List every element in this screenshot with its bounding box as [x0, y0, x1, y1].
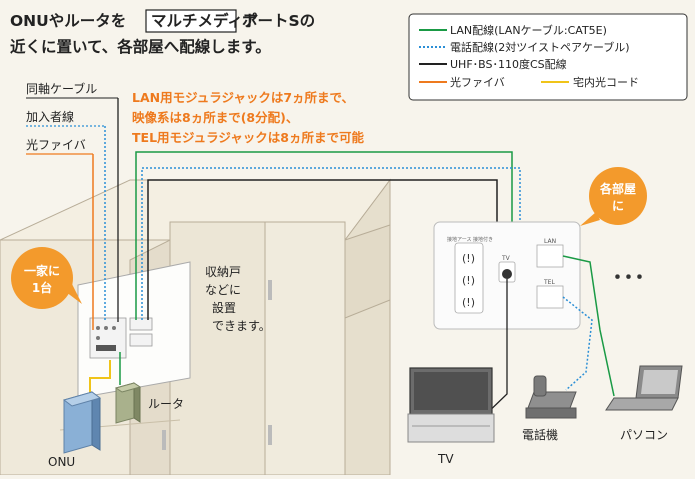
note-line3: TEL用モジュラジャックは8ヵ所まで可能 [132, 130, 364, 145]
badge-home-tail [66, 280, 82, 304]
badge-room [589, 167, 647, 225]
header-line1-boxed: マルチメディア [151, 11, 258, 30]
onu-device [62, 391, 102, 454]
storage-text-4: できます。 [212, 319, 271, 333]
room-outlet-panel: (!) (!) (!) [433, 221, 581, 330]
lan-jack-icon [536, 244, 564, 268]
label-tv: TV [437, 452, 454, 466]
label-fiber: 光ファイバ [26, 138, 86, 152]
label-subscriber-line: 加入者線 [26, 109, 74, 124]
pc-device [605, 365, 683, 411]
power-outlet-1-icon: (!) [462, 252, 475, 265]
cord-indoor-fiber [89, 360, 111, 395]
storage-text-3: 設置 [212, 300, 236, 315]
legend-label-coax: UHF･BS･110度CS配線 [450, 57, 567, 71]
power-outlet-2-icon: (!) [462, 274, 475, 287]
badge-home-line1: 一家に [24, 263, 60, 278]
legend-label-indoor-fiber: 宅内光コード [573, 75, 639, 89]
power-outlet-3-icon: (!) [462, 296, 475, 309]
outlet-lan-label: LAN [544, 238, 556, 245]
badge-room-tail [580, 212, 600, 226]
legend-label-tel: 電話配線(2対ツイストペアケーブル) [450, 40, 630, 54]
router-device [114, 382, 142, 424]
header-line2: 近くに置いて、各部屋へ配線します。 [10, 37, 271, 56]
badge-room-line2: に [612, 199, 624, 213]
note-line1: LAN用モジュラジャックは7ヵ所まで、 [132, 90, 354, 105]
legend-label-lan: LAN配線(LANケーブル:CAT5E) [450, 23, 607, 37]
tv-device [407, 367, 495, 443]
storage-cabinet [0, 178, 391, 476]
cable-lan-run [135, 151, 513, 320]
storage-text-2: などに [205, 283, 241, 297]
header-line1-suffix: ポートSの [242, 11, 315, 30]
label-router: ルータ [148, 397, 184, 411]
cable-coax-run [147, 179, 498, 320]
badge-home [11, 247, 73, 309]
outlet-tv-label: TV [501, 255, 511, 262]
badge-home-line2: 1台 [32, 280, 52, 295]
multimedia-port-panel [77, 261, 191, 399]
badge-room-line1: 各部屋 [599, 181, 636, 196]
label-coax-cable: 同軸ケーブル [26, 81, 97, 96]
more-dots: ･･･ [612, 266, 645, 291]
note-line2: 映像系は8ヵ所まで(8分配)、 [132, 110, 298, 125]
header-boxed-frame [145, 9, 237, 33]
phone-device [525, 375, 577, 419]
tv-outlet-icon [502, 269, 512, 279]
legend: LAN配線(LANケーブル:CAT5E) 電話配線(2対ツイストペアケーブル) … [408, 13, 688, 101]
cable-tel-run [141, 167, 521, 320]
label-onu: ONU [48, 455, 75, 469]
header-line1-prefix: ONUやルータを [10, 12, 126, 30]
cable-pc-room [562, 255, 615, 397]
outlet-tel-label: TEL [543, 279, 555, 286]
label-pc: パソコン [620, 428, 668, 442]
tel-jack-icon [536, 285, 564, 309]
legend-label-fiber: 光ファイバ [450, 75, 505, 89]
storage-text-1: 収納戸 [205, 265, 241, 279]
outlet-top-label: 接地アース 接地付き [447, 236, 493, 243]
label-phone: 電話機 [522, 427, 558, 442]
